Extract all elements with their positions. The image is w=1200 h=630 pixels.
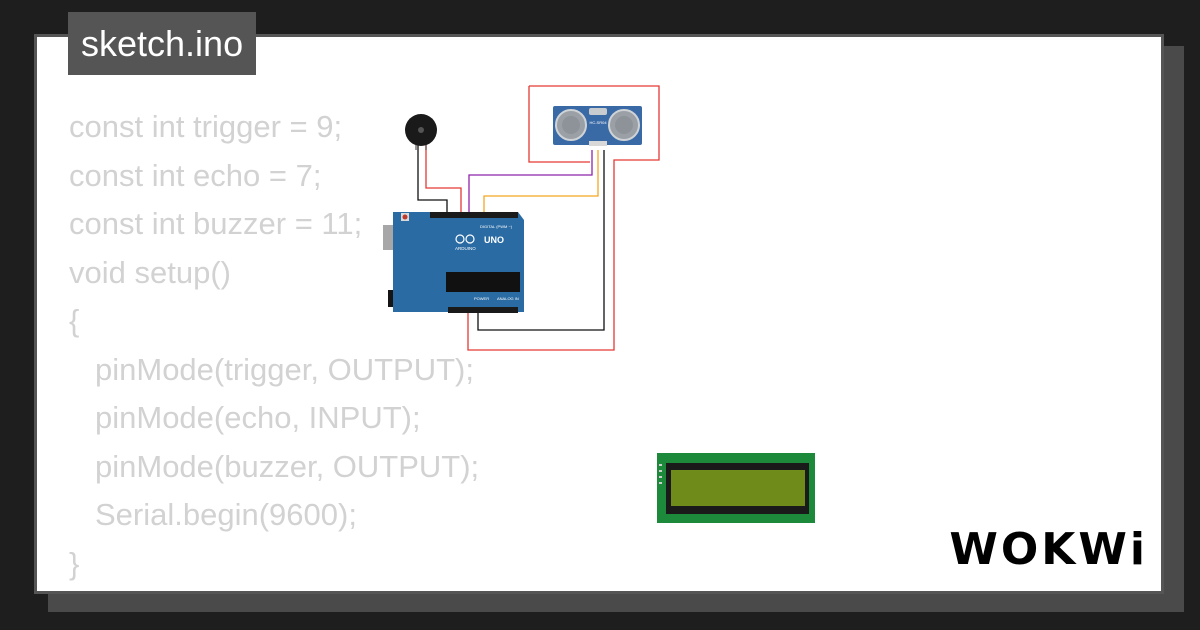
board-brand-label: UNO [484,235,504,245]
wire-buzzer-gnd [417,140,448,214]
code-line: const int trigger = 9; [69,109,343,144]
code-line: void setup() [69,254,231,290]
buzzer[interactable] [405,114,437,150]
code-line: const int buzzer = 11; [69,206,363,241]
wire-buzzer-signal [425,140,462,214]
code-line: pinMode(trigger, OUTPUT); [95,351,474,387]
wokwi-logo: WOKWi [949,524,1148,575]
sensor-model-label: HC-SR04 [589,120,607,125]
code-line: } [69,545,80,581]
code-line: pinMode(echo, INPUT); [95,400,421,435]
ultrasonic-sensor[interactable]: HC-SR04 [553,106,642,146]
code-line: const int echo = 7; [69,157,322,193]
arduino-uno-board[interactable]: DIGITAL (PWM ~) UNO ARDUINO POWER ANALOG… [383,212,524,313]
wire-vcc [467,85,660,351]
wire-gnd [477,150,605,331]
digital-header [430,212,518,218]
file-tab[interactable]: sketch.ino [68,12,257,75]
reset-button[interactable] [402,214,408,220]
wire-sensor-box [528,86,590,163]
wire-trigger [468,150,593,214]
code-preview: const int trigger = 9; const int echo = 7… [69,103,480,591]
digital-label: DIGITAL (PWM ~) [480,224,513,229]
analog-label: ANALOG IN [497,296,519,301]
atmega-chip [446,272,520,292]
lcd-display[interactable] [657,453,815,523]
code-line: { [69,303,80,338]
wire-echo [483,150,599,214]
power-analog-header [448,307,518,313]
power-label: POWER [474,296,489,301]
arduino-logo-icon [455,234,475,244]
code-line: Serial.begin(9600); [95,497,357,532]
code-line: pinMode(buzzer, OUTPUT); [95,448,480,484]
board-sub-label: ARDUINO [455,246,476,251]
